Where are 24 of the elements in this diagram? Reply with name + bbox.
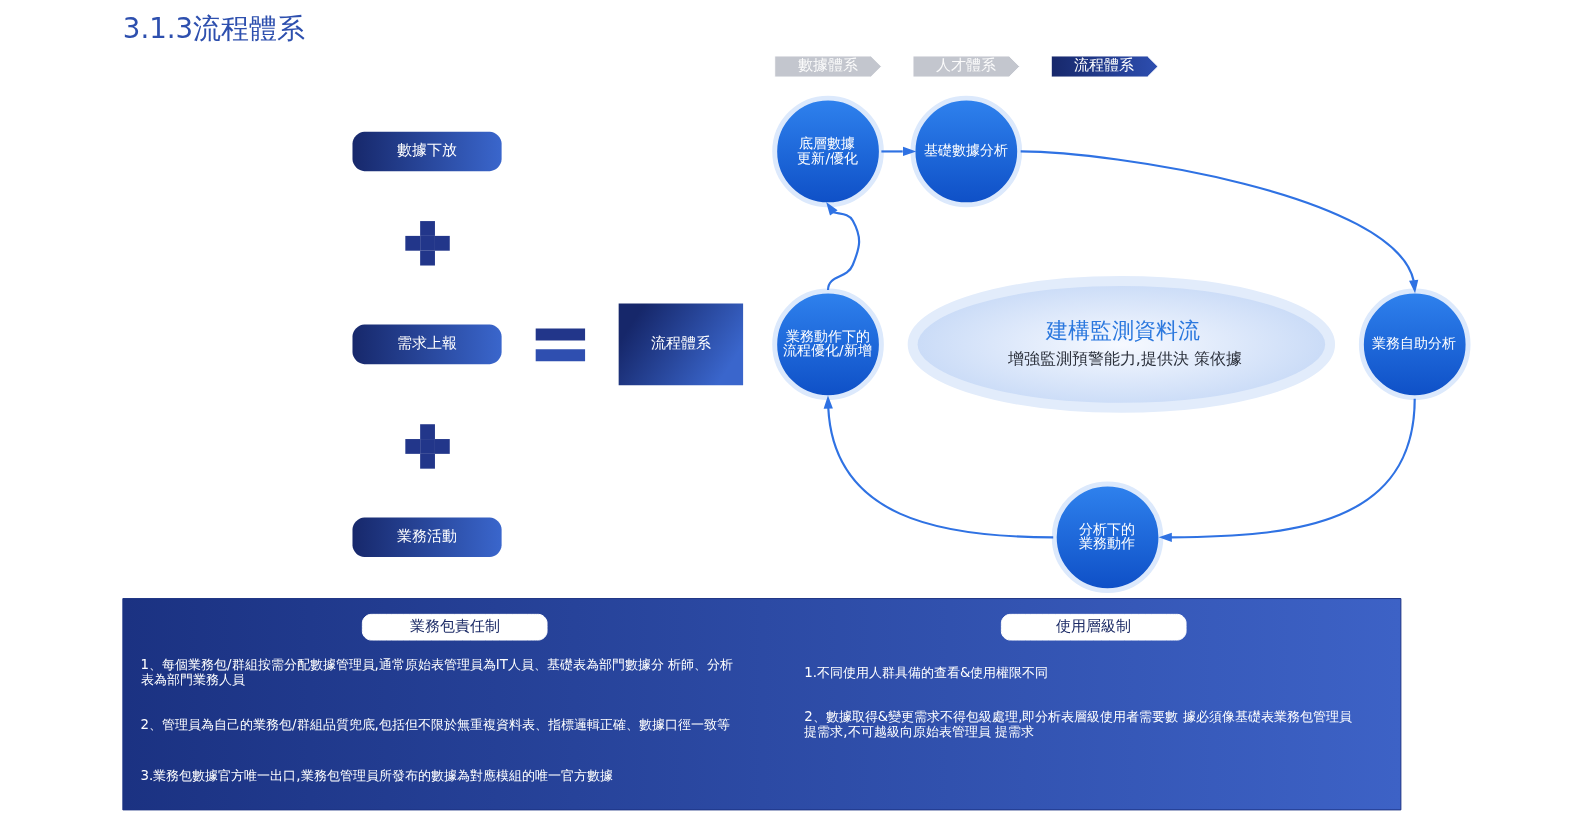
- label: 1、每個業務包/群組按需分配數據管理員,通常原始表管理員為IT人員、基礎表為部門數據分 析師、分析表為部門業務人員: [140, 657, 734, 688]
- diagram-title: 3.1.3流程體系: [122, 12, 306, 46]
- cluster: [122, 598, 1402, 811]
- node-circle: 分析下的業務動作: [1051, 481, 1164, 594]
- node-box: 需求上報: [352, 324, 502, 365]
- node-box: 流程體系: [618, 303, 744, 386]
- node-circle: 業務動作下的流程優化/新增: [772, 288, 884, 401]
- arrow: [881, 146, 917, 157]
- arrow: [823, 395, 1054, 539]
- label: 2、數據取得&變更需求不得包級處理,即分析表層級使用者需要數 據必須像基礎表業務包管理員提需求,不可越級向原始表管理員 提需求: [804, 708, 1352, 739]
- node-box: 業務活動: [352, 517, 502, 558]
- node-circle: 底層數據更新/優化: [772, 95, 884, 208]
- label: 2、管理員為自己的業務包/群組品質兜底,包括但不限於無重複資料表、指標邏輯正確、數據口徑一致等: [140, 716, 730, 732]
- arrow: [1158, 398, 1416, 542]
- node-box: 使用層級制: [1000, 613, 1187, 641]
- node-circle: 基礎數據分析: [910, 95, 1023, 208]
- label: 1.不同使用人群具備的查看&使用權限不同: [804, 665, 1049, 681]
- node-box: 數據下放: [352, 131, 502, 172]
- node-box: 業務包責任制: [361, 613, 548, 641]
- arrow: [1020, 150, 1419, 294]
- node-circle: 業務自助分析: [1358, 288, 1471, 401]
- arrow: [826, 202, 861, 291]
- label: 3.業務包數據官方唯一出口,業務包管理員所發布的數據為對應模組的唯一官方數據: [140, 768, 613, 784]
- node-ellipse: 建構監測資料流 增強監測預警能力,提供決 策依據: [907, 276, 1336, 413]
